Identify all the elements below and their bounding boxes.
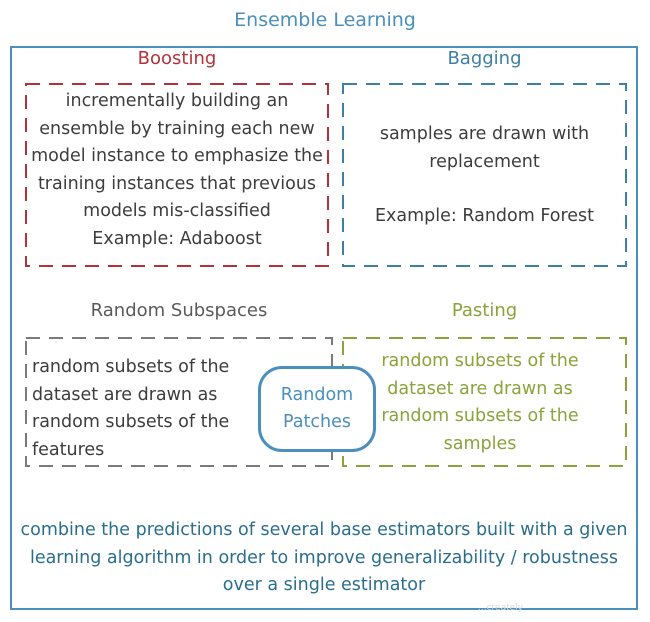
pasting-description: random subsets of the dataset are drawn … — [381, 351, 579, 454]
pasting-box — [342, 337, 627, 467]
bagging-box — [342, 83, 627, 267]
bagging-example: Example: Random Forest — [374, 206, 595, 226]
bagging-label: Bagging — [447, 48, 522, 69]
random-patches-label: Random Patches — [280, 385, 354, 432]
pasting-label: Pasting — [451, 300, 518, 321]
random-patches-node: Random Patches — [258, 366, 376, 452]
bagging-description: samples are drawn with replacement — [379, 124, 590, 172]
random-subspaces-description: random subsets of the dataset are drawn … — [32, 357, 230, 460]
boosting-box — [25, 83, 329, 267]
diagram-title: Ensemble Learning — [234, 9, 416, 31]
random-subspaces-label: Random Subspaces — [90, 300, 268, 321]
watermark-logo: ...creately — [478, 603, 523, 613]
outer-frame — [10, 46, 638, 610]
footer-description: combine the predictions of several base … — [20, 520, 628, 595]
boosting-label: Boosting — [137, 48, 217, 69]
boosting-description: incrementally building an ensemble by tr… — [31, 91, 323, 249]
